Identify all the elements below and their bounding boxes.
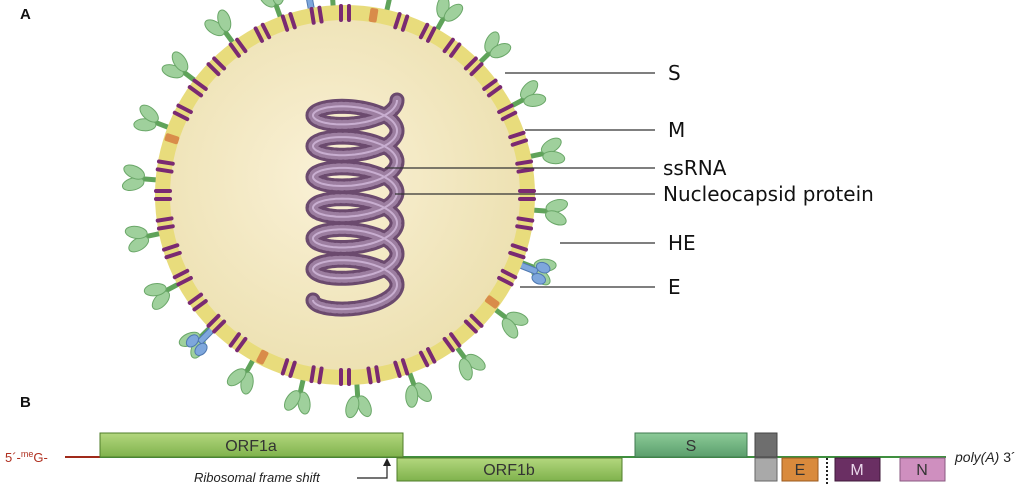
poly-a-tail: poly(A) 3´ <box>954 449 1016 465</box>
spike-protein <box>341 380 374 420</box>
label-m: M <box>668 118 685 142</box>
panel-label-b: B <box>20 394 31 411</box>
frame-shift-arrow <box>357 464 387 478</box>
spike-head <box>124 225 147 240</box>
accessory-gene-upper <box>755 433 777 457</box>
gene-label-n: N <box>916 462 928 479</box>
gene-label-m: M <box>850 462 863 479</box>
m-protein-helix <box>347 368 351 386</box>
label-nucleocapsid: Nucleocapsid protein <box>663 182 874 206</box>
m-protein-helix <box>347 4 351 22</box>
label-s: S <box>668 61 681 85</box>
label-he: HE <box>668 231 696 255</box>
spike-head <box>542 150 565 165</box>
m-protein-helix <box>339 4 343 22</box>
gene-label-orf1a: ORF1a <box>225 438 277 455</box>
label-ssrna: ssRNA <box>663 156 727 180</box>
frame-shift-arrowhead <box>383 458 391 466</box>
label-e: E <box>668 275 681 299</box>
gene-label-s: S <box>686 438 697 455</box>
five-prime-cap: 5´-meG- <box>5 449 48 465</box>
virion-diagram <box>120 0 570 420</box>
frame-shift-label: Ribosomal frame shift <box>194 470 321 485</box>
m-protein-helix <box>518 197 536 201</box>
m-protein-helix <box>154 189 172 193</box>
panel-label-a: A <box>20 6 31 23</box>
accessory-gene-lower <box>755 458 777 481</box>
gene-label-orf1b: ORF1b <box>483 462 535 479</box>
m-protein-helix <box>518 189 536 193</box>
m-protein-helix <box>339 368 343 386</box>
gene-label-e: E <box>795 462 806 479</box>
m-protein-helix <box>154 197 172 201</box>
genome-map: 5´-meG- poly(A) 3´ ORF1a ORF1b Ribosomal… <box>5 433 1016 486</box>
spike-head <box>406 385 418 407</box>
